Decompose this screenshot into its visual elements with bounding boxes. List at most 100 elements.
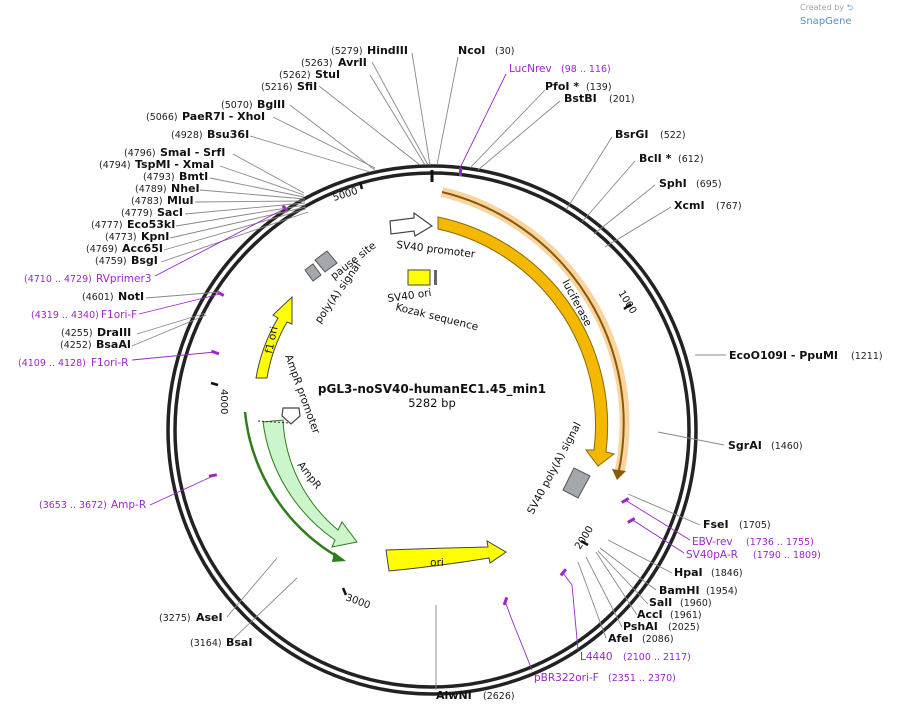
enzyme-asei[interactable]: (3275)AseI (159, 611, 223, 624)
svg-text:AseI: AseI (196, 611, 223, 624)
ori-arrow[interactable] (385, 540, 507, 572)
luciferase-feature[interactable] (437, 216, 616, 467)
backbone-outer (166, 164, 698, 696)
enzyme-noti[interactable]: (4601)NotI (82, 290, 144, 303)
enzyme-pfoi[interactable]: PfoI *(139) (545, 80, 612, 93)
svg-text:LucNrev: LucNrev (509, 63, 552, 75)
enzyme-sfii[interactable]: (5216)SfiI (261, 80, 317, 93)
snapgene-credit: Created by ⮌ SnapGene (800, 2, 897, 27)
enzyme-bmti[interactable]: (4793)BmtI (143, 170, 208, 183)
enzyme-alwni[interactable]: AlwNI(2626) (436, 689, 515, 702)
enzyme-acci[interactable]: AccI(1961) (637, 608, 702, 621)
tick-4000: 4000 (210, 381, 229, 414)
enzyme-smai[interactable]: (4796)SmaI - SrfI (124, 146, 225, 159)
primer-f1ori-f[interactable]: (4319 .. 4340)F1ori-F (31, 309, 137, 321)
svg-text:(612): (612) (678, 154, 704, 165)
enzyme-bsrgi[interactable]: BsrGI(522) (615, 128, 686, 141)
enzyme-avrii[interactable]: (5263) AvrII (301, 56, 367, 69)
svg-text:(4252): (4252) (60, 340, 92, 351)
enzyme-mlui[interactable]: (4783)MluI (131, 194, 194, 207)
primer-amp-r[interactable]: (3653 .. 3672)Amp-R (39, 499, 146, 511)
enzyme-sgrai[interactable]: SgrAI(1460) (728, 439, 803, 452)
enzyme-ncoi[interactable]: NcoI(30) (458, 44, 515, 57)
svg-text:NcoI: NcoI (458, 44, 485, 57)
enzyme-fsei[interactable]: FseI(1705) (703, 518, 771, 531)
enzyme-pshai[interactable]: PshAI(2025) (623, 620, 700, 633)
ampr-thin-arrowhead (332, 552, 346, 562)
kozak-mark[interactable] (434, 270, 437, 285)
primer-f1ori-r[interactable]: (4109 .. 4128)F1ori-R (18, 357, 128, 369)
primer-pbr322ori-f[interactable]: pBR322ori-F(2351 .. 2370) (534, 672, 676, 684)
enzyme-hindiii[interactable]: (5279)HindIII (331, 44, 408, 57)
enzyme-sphi[interactable]: SphI(695) (659, 177, 722, 190)
svg-text:SphI: SphI (659, 177, 687, 190)
enzyme-bsai[interactable]: (3164)BsaI (190, 636, 252, 649)
svg-text:SfiI: SfiI (297, 80, 317, 93)
ampr-promoter-arrow[interactable] (281, 407, 301, 425)
svg-text:(1961): (1961) (670, 610, 702, 621)
svg-text:(522): (522) (660, 130, 686, 141)
pause-site-box[interactable] (314, 250, 338, 273)
svg-text:(1736 .. 1755): (1736 .. 1755) (746, 537, 814, 548)
sv40-polya-box[interactable] (562, 467, 591, 499)
svg-text:Amp-R: Amp-R (111, 499, 146, 511)
enzyme-bcli[interactable]: BclI *(612) (639, 152, 704, 165)
enzyme-sali[interactable]: SalI(1960) (649, 596, 712, 609)
enzyme-stui[interactable]: (5262)StuI (279, 68, 340, 81)
polya-signal-box[interactable] (304, 263, 322, 282)
svg-text:SV40pA-R: SV40pA-R (686, 549, 738, 561)
feature-label-sv40-ori: SV40 ori (387, 287, 432, 305)
svg-text:RVprimer3: RVprimer3 (96, 273, 152, 285)
enzyme-xcmi[interactable]: XcmI(767) (674, 199, 742, 212)
primer-rvprimer3[interactable]: (4710 .. 4729)RVprimer3 (24, 273, 152, 285)
enzyme-bstbi[interactable]: BstBI (201) (564, 92, 635, 105)
svg-text:(4759): (4759) (95, 256, 127, 267)
svg-text:AvrII: AvrII (338, 56, 367, 69)
enzyme-paer7i[interactable]: (5066)PaeR7I - XhoI (146, 110, 265, 123)
plasmid-length: 5282 bp (408, 396, 456, 410)
enzyme-hpai[interactable]: HpaI(1846) (674, 566, 743, 579)
sv40-ori-box[interactable] (407, 269, 431, 286)
svg-text:(3164): (3164) (190, 638, 222, 649)
enzyme-bsu36i[interactable]: (4928)Bsu36I (171, 128, 249, 141)
enzyme-acc65i[interactable]: (4769)Acc65I (86, 242, 163, 255)
enzyme-draiii[interactable]: (4255)DraIII (61, 326, 131, 339)
svg-text:BamHI: BamHI (659, 584, 700, 597)
enzyme-bsgi[interactable]: (4759)BsgI (95, 254, 158, 267)
svg-text:SgrAI: SgrAI (728, 439, 762, 452)
tick-label-4000: 4000 (218, 389, 229, 414)
f1-ori-arrow[interactable] (255, 295, 293, 379)
svg-text:L4440: L4440 (580, 651, 613, 663)
enzyme-bsaai[interactable]: (4252)BsaAI (60, 338, 131, 351)
svg-text:(5263): (5263) (301, 58, 333, 69)
primer-ebv-rev[interactable]: EBV-rev(1736 .. 1755) (692, 536, 814, 548)
svg-text:(4769): (4769) (86, 244, 118, 255)
enzyme-saci[interactable]: (4779)SacI (121, 206, 183, 219)
ampr-feature[interactable] (262, 419, 358, 548)
enzyme-eco53ki[interactable]: (4777)Eco53kI (91, 218, 175, 231)
credit-prefix: Created by (800, 3, 845, 12)
enzyme-bglii[interactable]: (5070)BglII (221, 98, 285, 111)
primer-l4440[interactable]: L4440(2100 .. 2117) (580, 651, 691, 663)
svg-text:(201): (201) (609, 94, 635, 105)
svg-text:AfeI: AfeI (608, 632, 633, 645)
enzyme-nhei[interactable]: (4789)NheI (135, 182, 200, 195)
enzyme-tspmi[interactable]: (4794)TspMI - XmaI (99, 158, 214, 171)
svg-text:F1ori-R: F1ori-R (91, 357, 128, 369)
enzyme-bamhi[interactable]: BamHI(1954) (659, 584, 738, 597)
snapgene-logo-icon: ⮌ (846, 3, 853, 12)
svg-text:(5070): (5070) (221, 100, 253, 111)
primer-lucnrev[interactable]: LucNrev(98 .. 116) (509, 63, 611, 75)
enzyme-eco109i[interactable]: EcoO109I - PpuMI(1211) (729, 349, 883, 362)
svg-text:StuI: StuI (315, 68, 340, 81)
tick-label-5000: 5000 (332, 186, 360, 204)
svg-text:(2626): (2626) (483, 691, 515, 702)
ampr-thin-arc (243, 411, 339, 559)
sv40-promoter-arrow[interactable] (389, 211, 434, 237)
svg-text:(1211): (1211) (851, 351, 883, 362)
primer-sv40pa-r[interactable]: SV40pA-R(1790 .. 1809) (686, 549, 821, 561)
enzyme-afei[interactable]: AfeI(2086) (608, 632, 674, 645)
enzyme-kpni[interactable]: (4773)KpnI (105, 230, 169, 243)
svg-text:BstBI: BstBI (564, 92, 597, 105)
feature-label-ampr-promoter: AmpR promoter (282, 353, 322, 436)
